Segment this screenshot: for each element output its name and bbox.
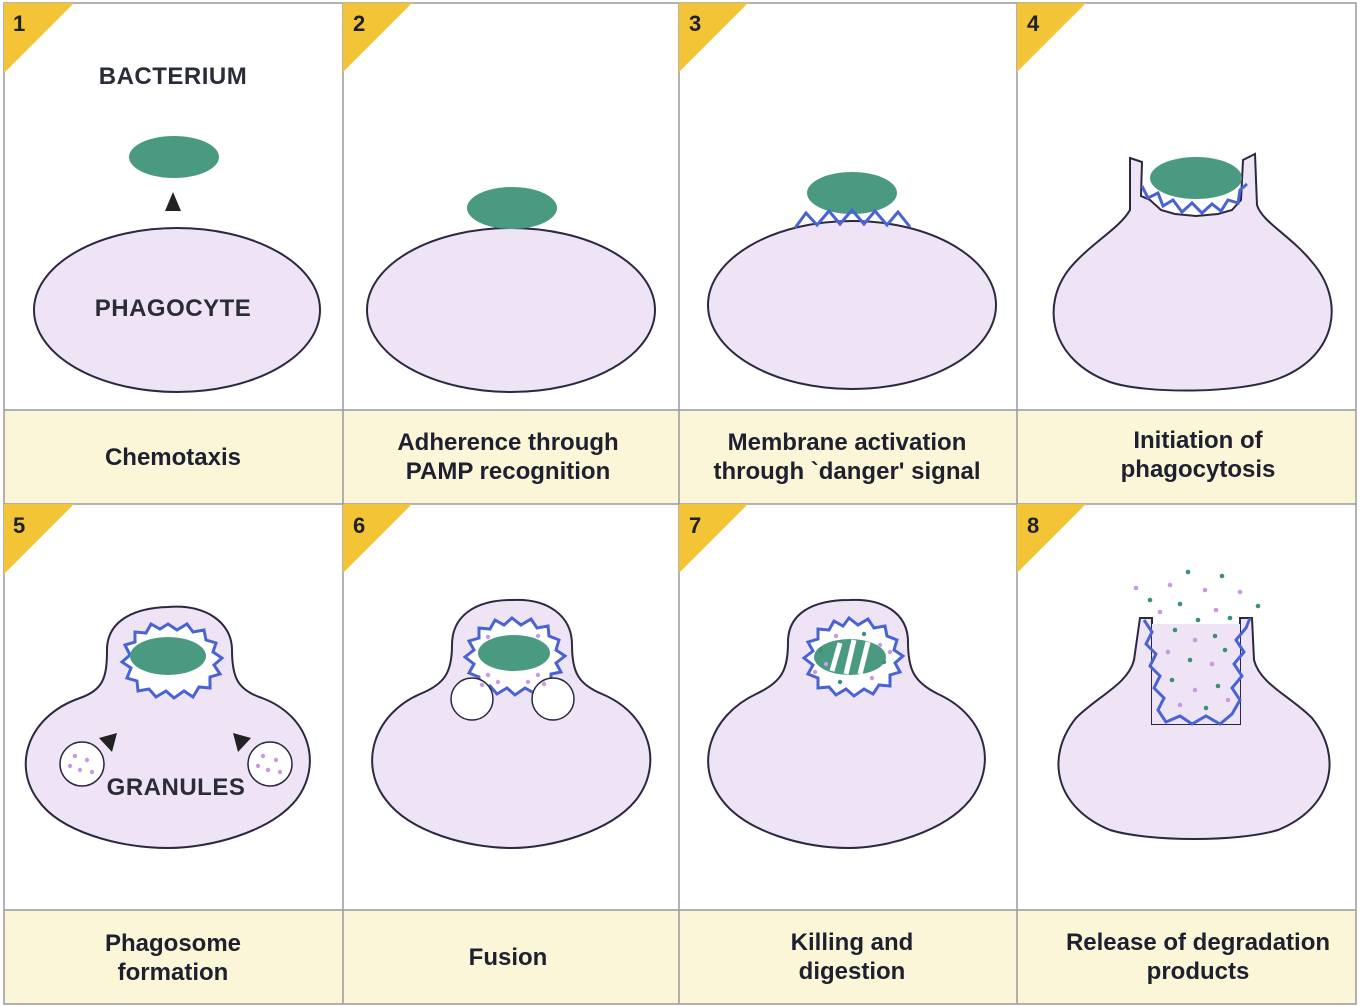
phagocyte-cell [366,227,656,393]
caption-panel-3-line-1: Membrane activation [728,429,967,456]
bacterium [467,187,557,229]
caption-panel-2-line-1: Adherence through [397,429,618,456]
panel-number-2: 2 [353,11,365,36]
opened-membrane [1142,617,1252,726]
phagocyte-cell [33,227,321,393]
phagocyte-cell [1052,152,1333,392]
arrow-up-left-icon [99,733,117,752]
digestion-stripes [829,639,871,675]
caption-panel-4-line-1: Initiation of [1133,427,1263,454]
corner-tab-7 [679,504,748,573]
corner-tab-8 [1017,504,1086,573]
panel-2 [366,187,656,393]
panel-number-7: 7 [689,513,701,538]
caption-panel-8-line-2: products [1147,958,1250,985]
caption-band-bottom [4,910,1356,1004]
panel-number-3: 3 [689,11,701,36]
digestion-dots [812,631,893,685]
phagocyte-cell [1057,617,1331,840]
bacterium [807,172,897,214]
panel-number-6: 6 [353,513,365,538]
corner-tab-3 [679,3,748,72]
granule-left [59,741,105,787]
corner-tab-1 [4,3,74,73]
panel-number-1: 1 [13,11,25,36]
label-phagocyte: PHAGOCYTE [95,295,252,322]
label-bacterium: BACTERIUM [99,63,248,90]
phagocyte-cell [371,598,652,850]
caption-panel-4-line-2: phagocytosis [1121,456,1276,483]
panel-5: GRANULES [24,605,311,850]
degradation-products [1133,569,1261,711]
label-granules: GRANULES [107,774,246,801]
corner-tab-5 [4,504,74,574]
panel-number-8: 8 [1027,513,1039,538]
phagocyte-cell [24,605,311,850]
corner-tab-4 [1017,3,1086,72]
caption-panel-5-line-1: Phagosome [105,930,241,957]
grid-lines [3,2,1357,1005]
arrow-up-icon [165,192,181,211]
bacterium [478,635,550,671]
panel-4 [1052,152,1333,392]
panel-7 [707,598,986,850]
arrow-up-right-icon [233,733,251,752]
caption-panel-7-line-2: digestion [799,958,906,985]
panel-1: BACTERIUM PHAGOCYTE [33,63,321,393]
caption-band-top [4,410,1356,504]
bacterium [1150,157,1242,199]
caption-panel-2-line-2: PAMP recognition [406,458,610,485]
panel-number-5: 5 [13,513,25,538]
caption-panel-5-line-2: formation [118,959,229,986]
caption-panel-1: Chemotaxis [105,444,241,471]
phagocyte-cell [707,598,986,850]
panel-6 [371,598,652,850]
granule-dots [67,753,283,775]
bacterium [130,637,206,675]
panel-number-4: 4 [1027,11,1040,36]
corner-tab-6 [343,504,412,573]
caption-panel-7-line-1: Killing and [791,929,914,956]
bacterium [129,136,219,178]
corner-tab-2 [343,3,412,72]
fusing-granule-right [531,677,575,721]
fusing-granule-left [450,677,494,721]
corner-tabs [4,3,1086,574]
panel-8 [1057,569,1331,840]
panel-3 [707,172,997,390]
caption-panel-3-line-2: through `danger' signal [713,458,980,485]
fusion-dots [479,633,547,688]
pseudopod-membrane [1140,182,1248,216]
activated-membrane [793,207,912,229]
caption-panel-8-line-1: Release of degradation [1066,929,1330,956]
granule-right [247,741,293,787]
phagocyte-cell [707,220,997,390]
caption-panel-6: Fusion [469,944,548,971]
